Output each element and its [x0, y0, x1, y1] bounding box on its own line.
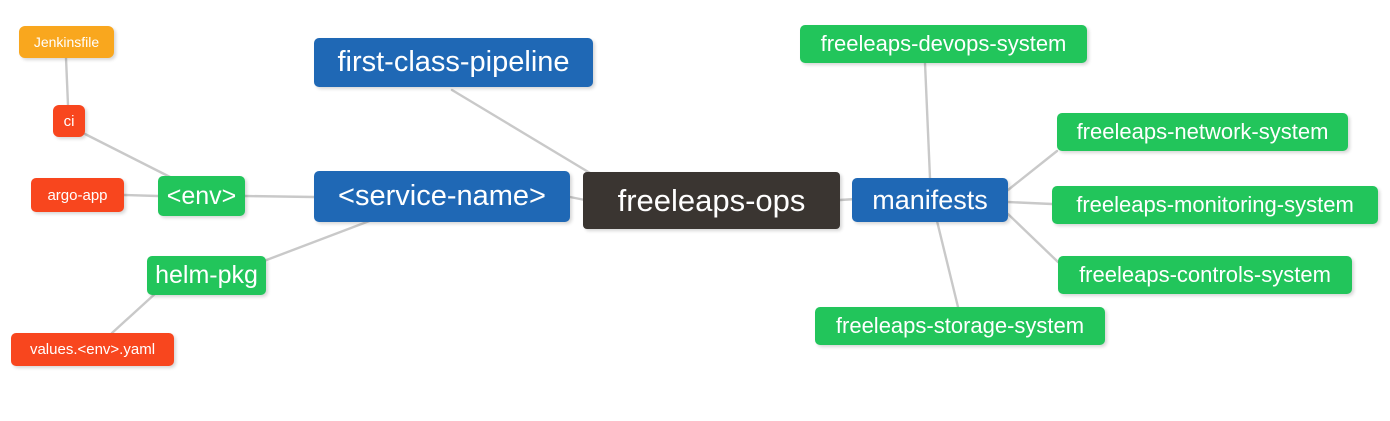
- edge-env-argo-app: [122, 193, 160, 198]
- edge-ci-jenkinsfile: [64, 56, 70, 107]
- edge-helm-pkg-values-yaml: [110, 290, 159, 335]
- node-freeleaps-monitoring-system[interactable]: freeleaps-monitoring-system: [1052, 186, 1378, 224]
- node-argo-app[interactable]: argo-app: [31, 178, 124, 212]
- node-env[interactable]: <env>: [158, 176, 245, 216]
- edge-manifests-controls-system: [1006, 212, 1060, 264]
- edge-manifests-devops-system: [923, 61, 932, 180]
- edge-manifests-network-system: [1006, 149, 1059, 192]
- node-freeleaps-network-system[interactable]: freeleaps-network-system: [1057, 113, 1348, 151]
- node-ci[interactable]: ci: [53, 105, 85, 137]
- node-service-name[interactable]: <service-name>: [314, 171, 570, 222]
- edge-root-first-class-pipeline: [450, 88, 592, 175]
- edge-service-name-env: [243, 194, 316, 199]
- edge-manifests-monitoring-system: [1006, 200, 1054, 206]
- node-jenkinsfile[interactable]: Jenkinsfile: [19, 26, 114, 58]
- node-freeleaps-controls-system[interactable]: freeleaps-controls-system: [1058, 256, 1352, 294]
- edge-service-name-helm-pkg: [254, 218, 374, 266]
- edge-env-ci: [83, 132, 172, 179]
- node-values-env-yaml[interactable]: values.<env>.yaml: [11, 333, 174, 366]
- node-root-freeleaps-ops[interactable]: freeleaps-ops: [583, 172, 840, 229]
- node-freeleaps-storage-system[interactable]: freeleaps-storage-system: [815, 307, 1105, 345]
- node-freeleaps-devops-system[interactable]: freeleaps-devops-system: [800, 25, 1087, 63]
- node-manifests[interactable]: manifests: [852, 178, 1008, 222]
- node-first-class-pipeline[interactable]: first-class-pipeline: [314, 38, 593, 87]
- node-helm-pkg[interactable]: helm-pkg: [147, 256, 266, 295]
- edge-manifests-storage-system: [935, 219, 960, 309]
